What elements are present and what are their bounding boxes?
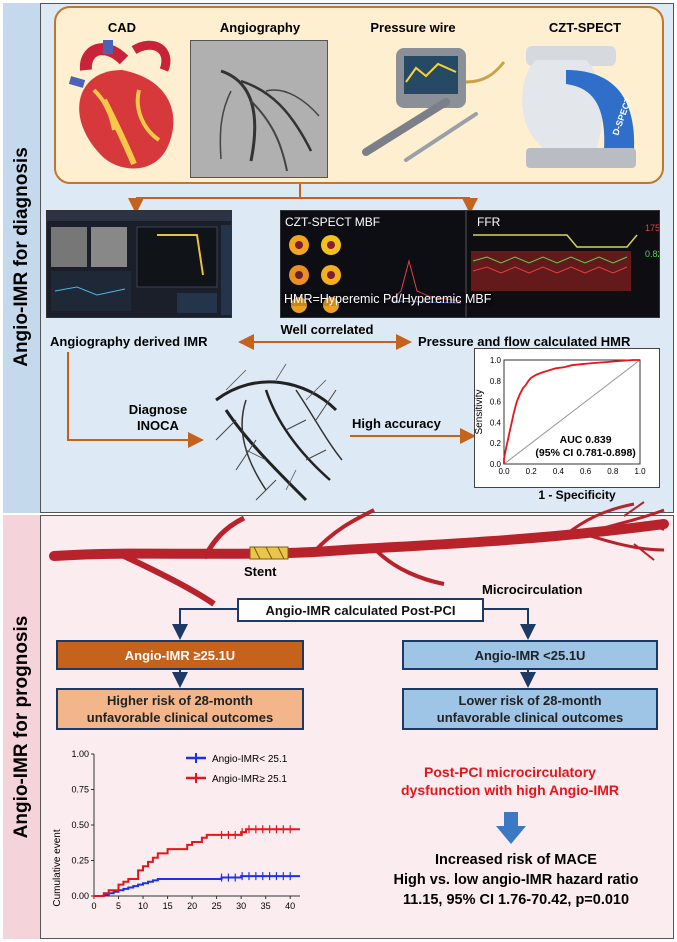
diagnose-label-line2: INOCA xyxy=(137,418,179,433)
hmr-formula: HMR=Hyperemic Pd/Hyperemic MBF xyxy=(282,292,494,306)
diagnose-label-line1: Diagnose xyxy=(128,402,188,417)
prognosis-side-strip xyxy=(3,515,41,939)
angio-imr-software-screen xyxy=(46,210,232,318)
roc-y-tick: 1.0 xyxy=(490,356,502,365)
km-legend-label: Angio-IMR< 25.1 xyxy=(212,754,288,765)
heart-illustration xyxy=(68,40,174,169)
roc-x-tick: 0.6 xyxy=(580,467,592,476)
roc-x-axis-label: 1 - Specificity xyxy=(538,488,616,502)
pressure-wire-device xyxy=(362,48,506,162)
angio-derived-imr-label: Angiography derived IMR xyxy=(50,334,208,349)
high-accuracy-label: High accuracy xyxy=(352,416,441,431)
roc-x-tick: 1.0 xyxy=(634,467,646,476)
microcirculation-label: Microcirculation xyxy=(482,582,583,597)
pressure-wire-label: Pressure wire xyxy=(370,20,456,35)
km-x-tick: 5 xyxy=(116,901,121,911)
km-y-tick: 1.00 xyxy=(71,749,89,759)
km-chart: 0 5 10 15 20 25 30 35 40 0.00 0.25 0.50 0.75 1.00Cumu… xyxy=(52,749,300,911)
well-correlated-label: Well correlated xyxy=(280,322,374,337)
czt-spect-mbf-screen: CZT-SPECT MBF xyxy=(280,210,466,318)
km-y-axis-label: Cumulative event xyxy=(52,829,63,906)
roc-x-tick: 0.8 xyxy=(607,467,619,476)
stent-label: Stent xyxy=(244,564,277,579)
km-x-tick: 35 xyxy=(261,901,271,911)
roc-ci-annotation: (95% CI 0.781-0.898) xyxy=(535,447,635,459)
red-finding-line1: Post-PCI microcirculatory xyxy=(424,764,596,780)
cad-label: CAD xyxy=(107,20,137,35)
higher-risk-line1: Higher risk of 28-month xyxy=(107,693,253,708)
ffr-screen-title: FFR xyxy=(477,215,501,229)
km-x-tick: 20 xyxy=(187,901,197,911)
mace-line1: Increased risk of MACE xyxy=(435,852,597,868)
angiography-image xyxy=(190,40,328,178)
roc-y-tick: 0.2 xyxy=(490,439,502,448)
svg-text:175: 175 xyxy=(645,223,660,233)
km-x-tick: 15 xyxy=(163,901,173,911)
roc-curve xyxy=(503,359,640,464)
ffr-screen: FFR 175 0.82 xyxy=(466,210,660,318)
roc-auc-annotation: AUC 0.839 xyxy=(560,434,612,446)
artery-illustration xyxy=(49,501,669,607)
roc-chart-frame xyxy=(474,348,660,488)
km-x-tick: 40 xyxy=(285,901,295,911)
low-imr-box: Angio-IMR <25.1U xyxy=(402,640,658,670)
km-series-low xyxy=(94,875,300,897)
lower-risk-line2: unfavorable clinical outcomes xyxy=(436,710,624,725)
lower-risk-line1: Lower risk of 28-month xyxy=(458,693,602,708)
km-y-tick: 0.00 xyxy=(71,891,89,901)
roc-y-axis-label: Sensitivity xyxy=(474,389,485,434)
svg-text:0.82: 0.82 xyxy=(645,249,660,259)
roc-y-tick: 0.8 xyxy=(490,377,502,386)
roc-x-tick: 0.2 xyxy=(526,467,538,476)
higher-risk-line2: unfavorable clinical outcomes xyxy=(86,710,274,725)
pressure-flow-hmr-label: Pressure and flow calculated HMR xyxy=(418,334,631,349)
higher-risk-box: Higher risk of 28-month unfavorable clin… xyxy=(56,688,304,730)
mace-line2: High vs. low angio-IMR hazard ratio xyxy=(393,872,639,888)
roc-reference-line xyxy=(503,359,641,465)
high-imr-box: Angio-IMR ≥25.1U xyxy=(56,640,304,670)
roc-y-tick: 0.6 xyxy=(490,398,502,407)
roc-y-tick: 0.4 xyxy=(490,418,502,427)
down-arrow-icon xyxy=(496,812,526,844)
km-x-tick: 30 xyxy=(236,901,246,911)
lower-risk-box: Lower risk of 28-month unfavorable clini… xyxy=(402,688,658,730)
roc-plot-area xyxy=(503,359,641,465)
calculated-post-pci-box: Angio-IMR calculated Post-PCI xyxy=(237,598,484,622)
km-series-high xyxy=(94,828,300,897)
red-finding-line2: dysfunction with high Angio-IMR xyxy=(401,782,619,798)
mace-line3: 11.15, 95% CI 1.76-70.42, p=0.010 xyxy=(402,892,630,908)
roc-x-tick: 0.0 xyxy=(498,467,510,476)
km-y-tick: 0.50 xyxy=(71,820,89,830)
km-x-tick: 10 xyxy=(138,901,148,911)
km-y-tick: 0.25 xyxy=(71,856,89,866)
mbf-screen-title: CZT-SPECT MBF xyxy=(285,215,381,229)
km-x-tick: 25 xyxy=(212,901,222,911)
czt-spect-device: D-SPECT xyxy=(522,46,636,168)
czt-spect-label: CZT-SPECT xyxy=(548,20,622,35)
km-x-tick: 0 xyxy=(91,901,96,911)
km-legend-label: Angio-IMR≥ 25.1 xyxy=(212,774,287,785)
roc-x-tick: 0.4 xyxy=(553,467,565,476)
angiography-label: Angiography xyxy=(219,20,301,35)
roc-y-tick: 0.0 xyxy=(490,460,502,469)
km-y-tick: 0.75 xyxy=(71,785,89,795)
coronary-tree-illustration xyxy=(215,363,343,502)
diagnosis-side-strip xyxy=(3,3,41,513)
